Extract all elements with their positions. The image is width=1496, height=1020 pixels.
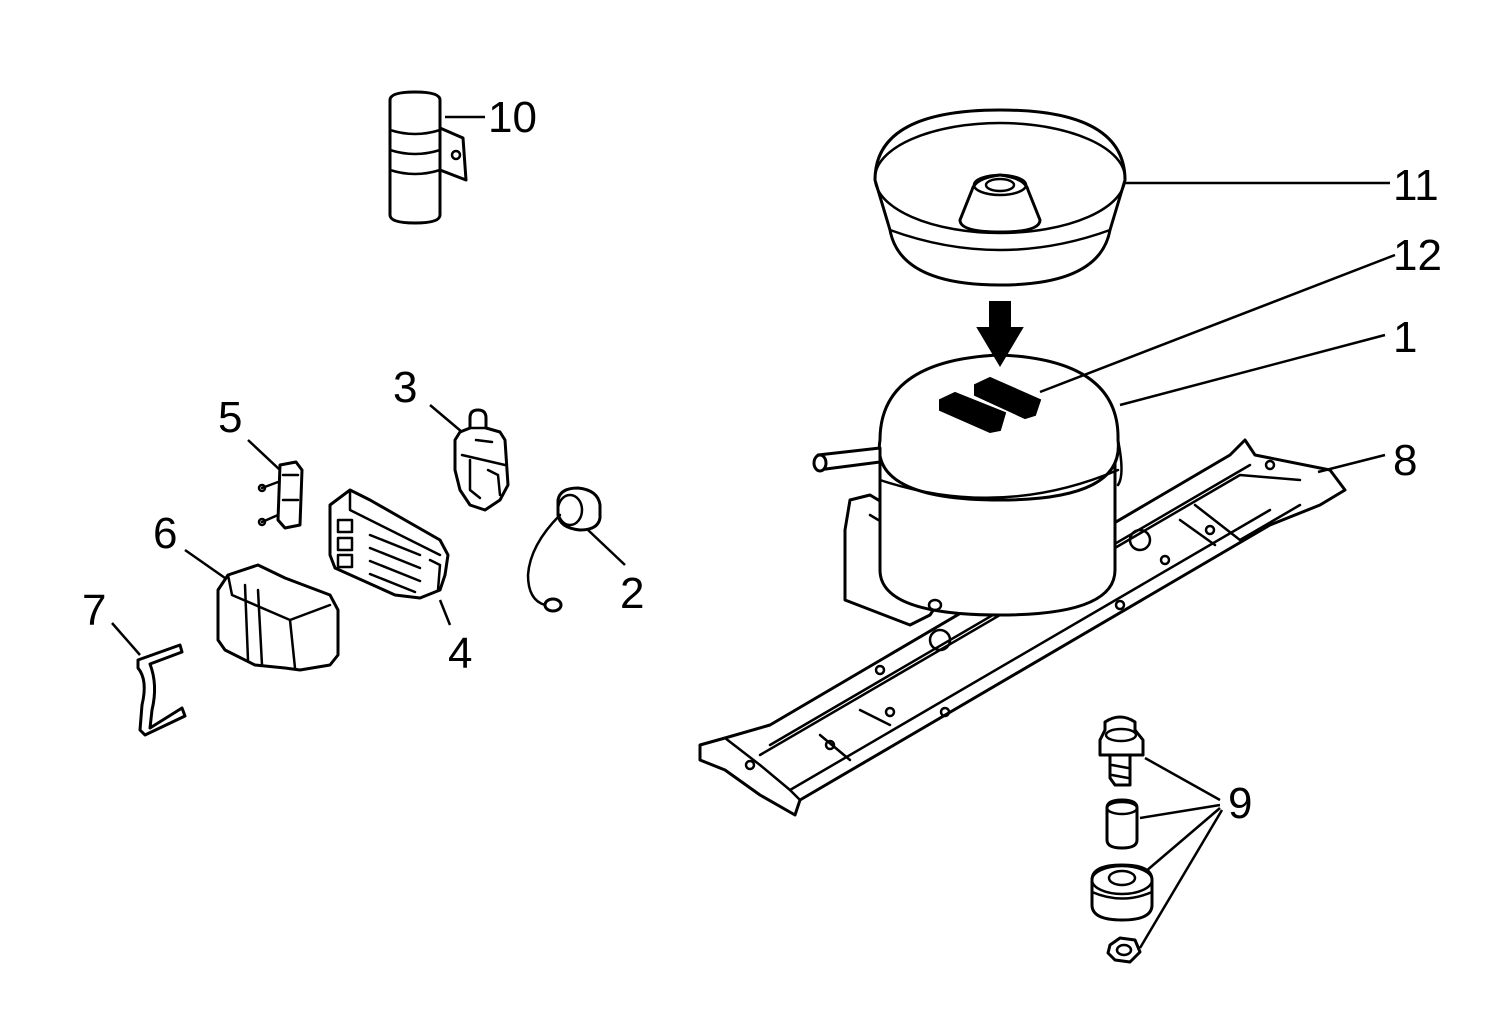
callout-1: 1 — [1393, 313, 1417, 362]
compressor-part — [812, 353, 1123, 627]
terminal-cover-part — [216, 563, 340, 672]
label-strip-part — [939, 376, 1042, 434]
callout-numbers: 1 2 3 4 5 6 7 8 9 10 11 12 — [82, 93, 1442, 828]
callout-12: 12 — [1393, 231, 1442, 280]
drip-tray-part — [873, 108, 1127, 287]
terminal-cap-part — [526, 486, 602, 613]
leader-lines — [111, 115, 1396, 949]
callout-8: 8 — [1393, 436, 1417, 485]
terminal-clip-part — [257, 460, 304, 530]
callout-11: 11 — [1393, 161, 1439, 210]
relay-part — [453, 408, 510, 512]
down-arrow-icon — [976, 301, 1024, 367]
callout-4: 4 — [448, 629, 472, 678]
callout-7: 7 — [82, 586, 106, 635]
callout-10: 10 — [488, 93, 537, 142]
callout-9: 9 — [1228, 779, 1252, 828]
overload-protector-part — [328, 488, 450, 600]
callout-3: 3 — [393, 363, 417, 412]
callout-5: 5 — [218, 393, 242, 442]
callout-2: 2 — [620, 569, 644, 618]
callout-6: 6 — [153, 509, 177, 558]
retaining-clip-part — [136, 643, 187, 737]
mounting-hardware-part — [1090, 715, 1154, 964]
capacitor-part — [388, 90, 468, 225]
